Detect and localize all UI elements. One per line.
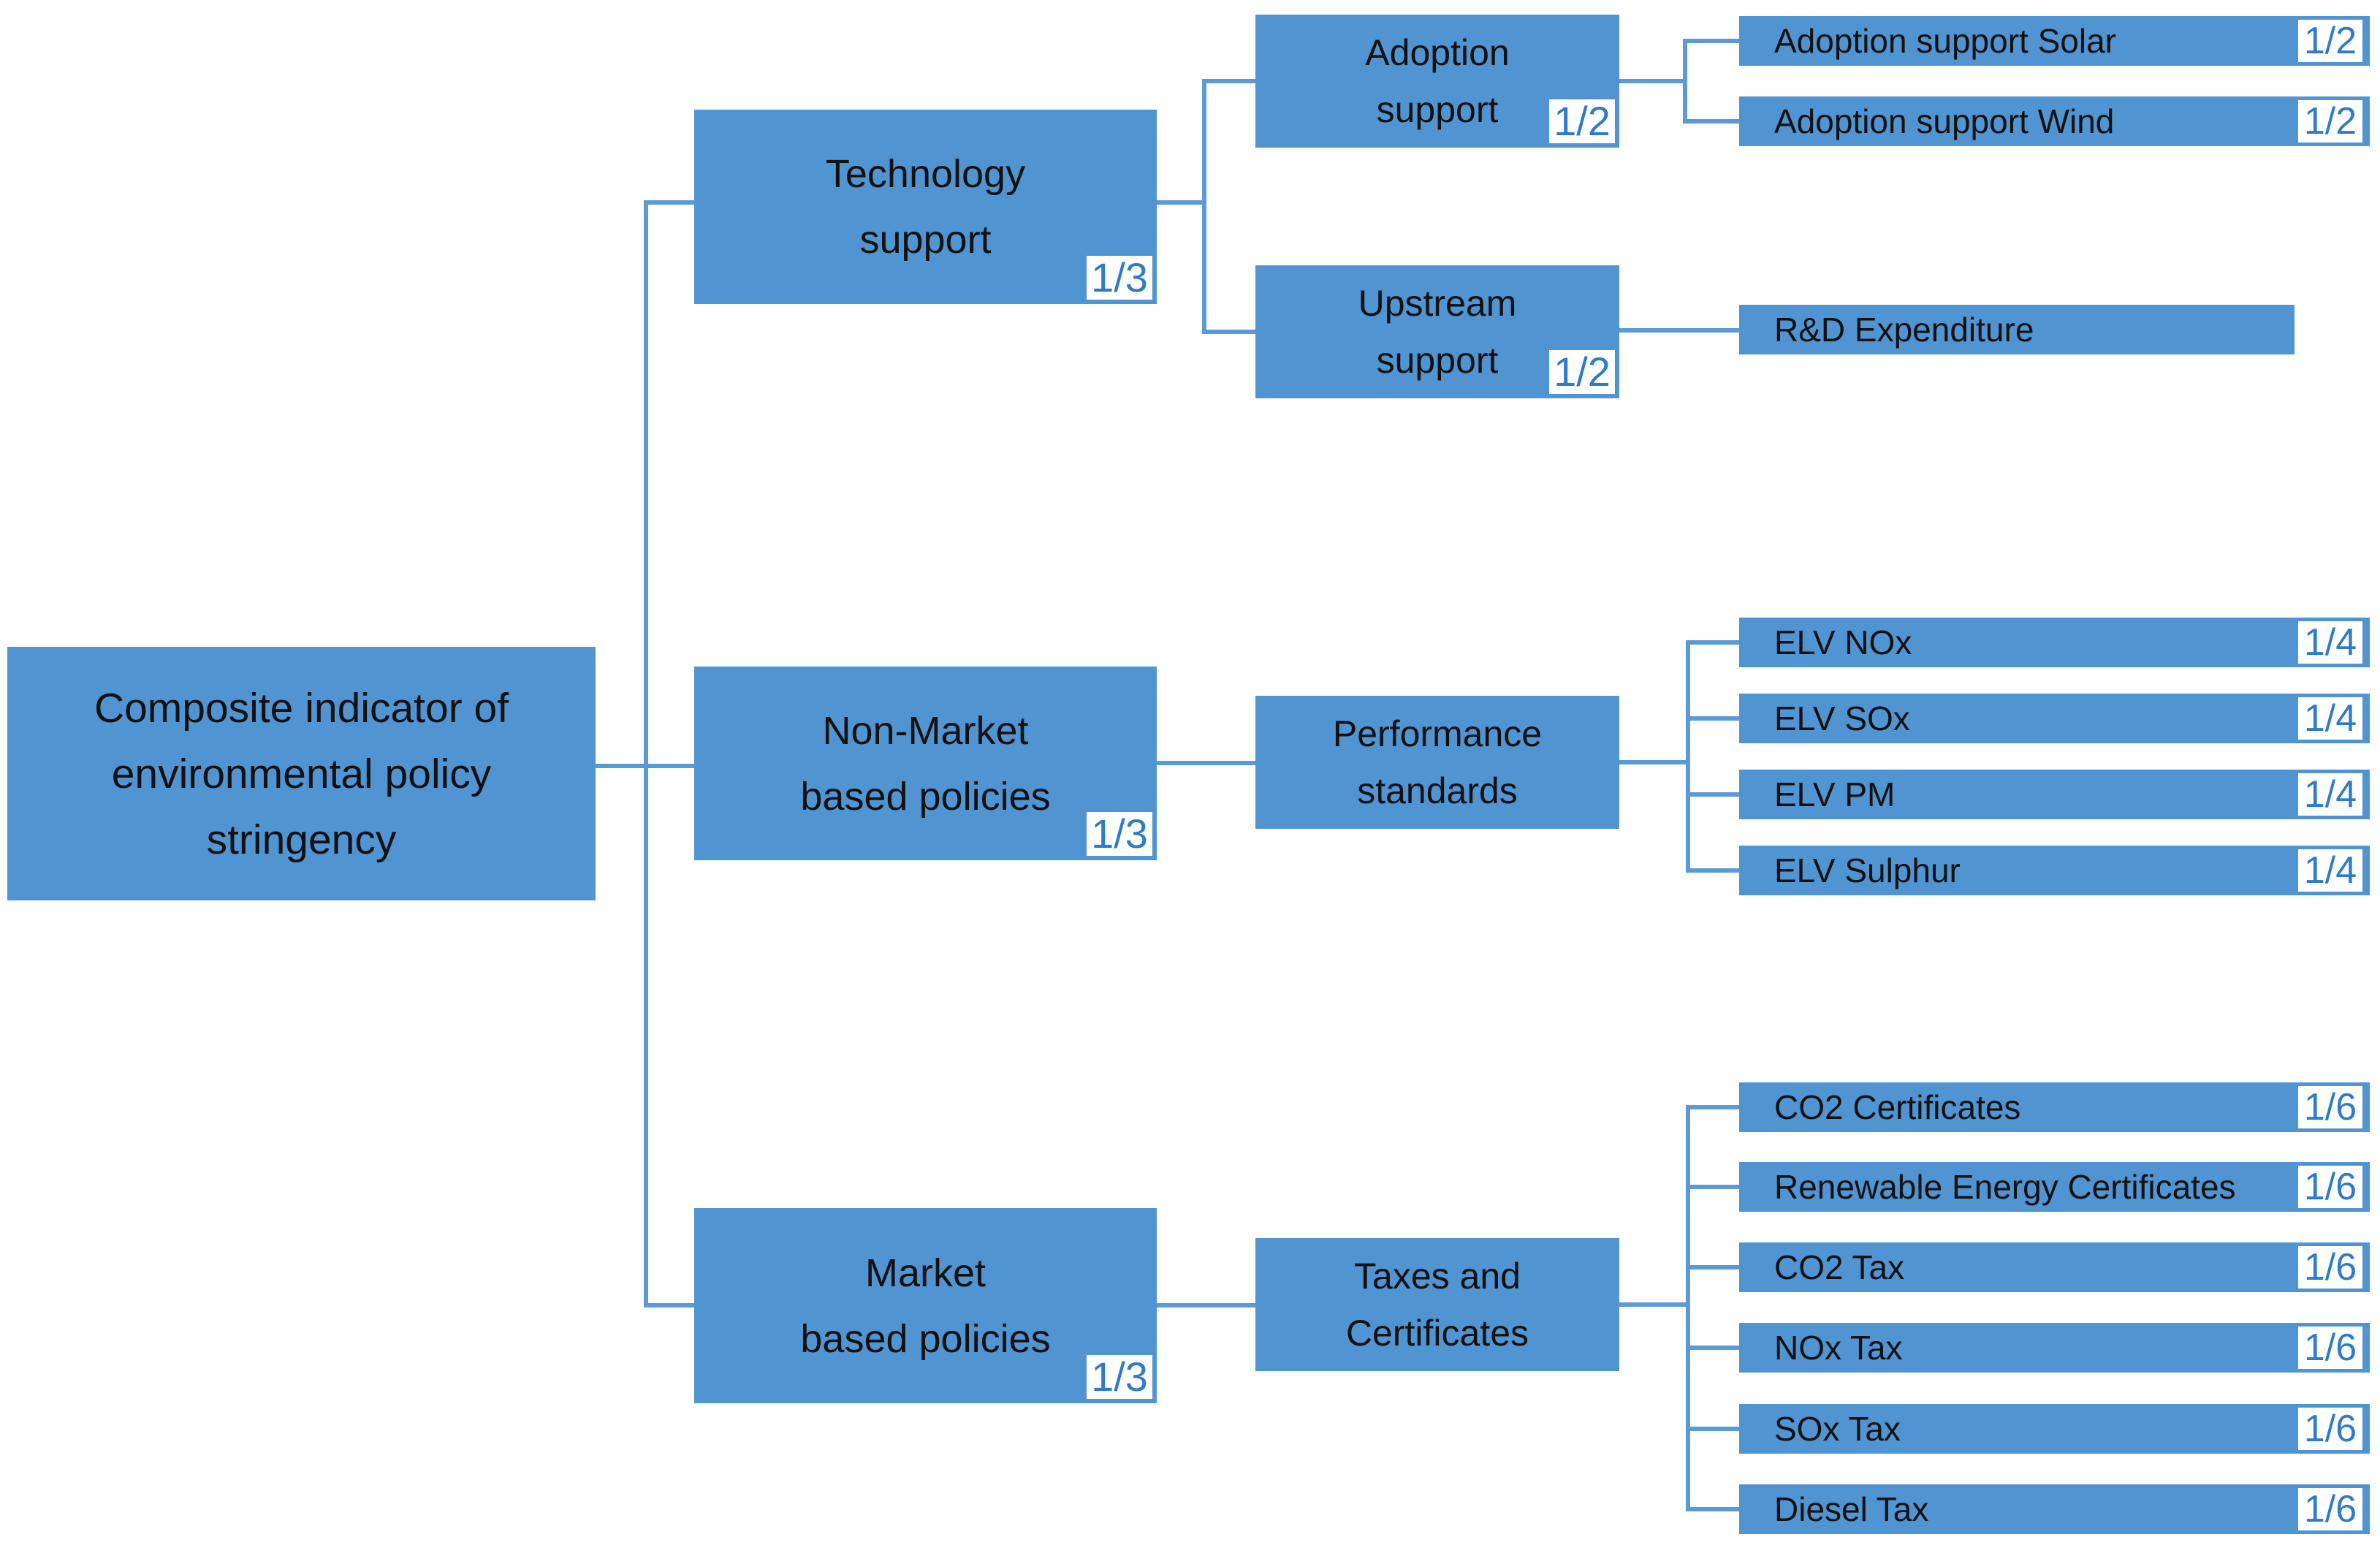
weight-badge: 1/4 [2298,773,2362,816]
leaf-label: ELV Sulphur [1774,851,1961,889]
connector-line [1686,1427,1739,1431]
leaf-co2-certificates: CO2 Certificates 1/6 [1739,1082,2370,1132]
connector-line [1686,1105,1739,1109]
weight-badge: 1/3 [1087,254,1152,300]
node-label: Non-Market [822,708,1029,753]
node-composite-indicator: Composite indicator of environmental pol… [7,647,596,900]
weight-badge: 1/6 [2298,1408,2362,1450]
node-label: support [1376,89,1499,130]
node-label: Upstream [1358,283,1517,324]
leaf-label: Renewable Energy Certificates [1774,1168,2236,1206]
node-non-market-based-policies: Non-Market based policies 1/3 [694,667,1157,860]
connector-line [1157,761,1255,765]
node-label: Market [864,1251,986,1295]
node-adoption-support: Adoption support 1/2 [1255,15,1619,148]
leaf-elv-sox: ELV SOx 1/4 [1739,694,2370,743]
leaf-label: SOx Tax [1774,1410,1901,1448]
leaf-label: Diesel Tax [1774,1490,1929,1528]
node-label: support [1376,340,1499,381]
weight-badge: 1/6 [2298,1166,2362,1208]
node-taxes-and-certificates: Taxes and Certificates [1255,1238,1619,1371]
weight-badge: 1/3 [1087,1354,1152,1400]
node-label: Performance [1332,713,1543,754]
node-technology-support: Technology support 1/3 [694,110,1157,304]
connector-line [1686,868,1739,873]
connector-line [1683,39,1687,124]
leaf-adoption-support-wind: Adoption support Wind 1/2 [1739,96,2370,146]
connector-line [1619,328,1739,333]
leaf-sox-tax: SOx Tax 1/6 [1739,1404,2370,1454]
node-label: support [859,218,992,262]
weight-badge: 1/6 [2298,1327,2362,1369]
connector-line [1686,1346,1739,1350]
connector-line [1683,39,1739,43]
leaf-label: CO2 Certificates [1774,1088,2021,1126]
node-label: Composite indicator of [94,684,509,732]
leaf-elv-pm: ELV PM 1/4 [1739,770,2370,819]
connector-line [1157,1303,1255,1308]
node-performance-standards: Performance standards [1255,696,1619,829]
leaf-adoption-support-solar: Adoption support Solar 1/2 [1739,16,2370,66]
node-label: Certificates [1345,1313,1529,1354]
leaf-label: NOx Tax [1774,1329,1903,1367]
node-market-based-policies: Market based policies 1/3 [694,1208,1157,1403]
connector-line [644,200,694,205]
leaf-label: Adoption support Wind [1774,102,2115,140]
weight-badge: 1/6 [2298,1086,2362,1128]
connector-line [644,1303,694,1308]
connector-line [1686,1265,1739,1270]
node-label: based policies [800,1316,1051,1361]
weight-badge: 1/2 [2298,100,2362,143]
leaf-nox-tax: NOx Tax 1/6 [1739,1323,2370,1373]
connector-line [1686,792,1739,797]
weight-badge: 1/6 [2298,1246,2362,1289]
leaf-elv-sulphur: ELV Sulphur 1/4 [1739,846,2370,895]
connector-line [1686,640,1690,873]
leaf-elv-nox: ELV NOx 1/4 [1739,618,2370,667]
leaf-label: ELV SOx [1774,699,1910,737]
connector-line [1683,119,1739,124]
connector-line [1686,1507,1739,1511]
connector-line [644,200,648,1308]
leaf-label: CO2 Tax [1774,1248,1905,1286]
connector-line [1686,716,1739,721]
weight-badge: 1/2 [2298,20,2362,62]
connector-line [1157,200,1206,205]
node-label: environmental policy [111,750,492,797]
weight-badge: 1/2 [1549,98,1615,144]
connector-line [1202,79,1255,83]
leaf-renewable-energy-certificates: Renewable Energy Certificates 1/6 [1739,1162,2370,1212]
leaf-co2-tax: CO2 Tax 1/6 [1739,1242,2370,1292]
node-label: stringency [206,816,397,863]
node-label: Technology [825,152,1026,196]
weight-badge: 1/3 [1087,811,1152,857]
node-label: Taxes and [1354,1256,1521,1297]
leaf-diesel-tax: Diesel Tax 1/6 [1739,1484,2370,1534]
weight-badge: 1/4 [2298,697,2362,740]
leaf-label: ELV NOx [1774,623,1912,661]
weight-badge: 1/4 [2298,621,2362,664]
weight-badge: 1/6 [2298,1488,2362,1530]
node-label: standards [1357,770,1518,811]
weight-badge: 1/4 [2298,849,2362,892]
connector-line [1202,330,1255,334]
leaf-label: R&D Expenditure [1774,311,2034,349]
leaf-label: Adoption support Solar [1774,22,2116,60]
connector-line [1619,79,1687,83]
leaf-rd-expenditure: R&D Expenditure [1739,305,2295,354]
connector-line [1619,1302,1690,1307]
leaf-label: ELV PM [1774,775,1896,813]
node-upstream-support: Upstream support 1/2 [1255,265,1619,398]
node-label: based policies [800,774,1051,819]
connector-line [1686,1105,1690,1511]
weight-badge: 1/2 [1549,349,1615,395]
connector-line [1686,1185,1739,1189]
connector-line [1686,640,1739,645]
node-label: Adoption [1365,32,1510,73]
connector-line [1202,79,1206,334]
connector-line [1619,760,1690,764]
